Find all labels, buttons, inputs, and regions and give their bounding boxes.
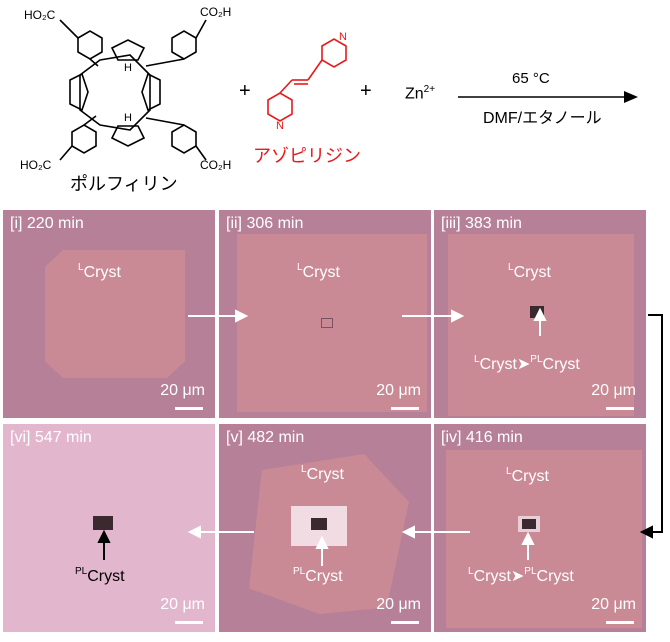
co2h-bottom-right: CO₂H <box>200 158 232 172</box>
zinc-charge: 2+ <box>423 84 436 95</box>
reaction-temperature: 65 °C <box>512 70 550 87</box>
co2h-top-right: CO₂H <box>200 5 232 19</box>
scale-bar <box>606 407 634 410</box>
arrow-iii-iv <box>648 314 663 533</box>
pl-crystal-label: PLCryst <box>75 566 125 585</box>
reaction-scheme <box>59 19 638 161</box>
co2h-bottom-left: HO₂C <box>20 158 52 172</box>
scale-label: 20 μm <box>160 382 205 399</box>
scale-label: 20 μm <box>376 382 421 399</box>
porphyrin-nh-top: H <box>124 62 132 74</box>
zinc-symbol: Zn <box>405 85 424 103</box>
crystal-label: LCryst <box>297 262 340 281</box>
crystal-large <box>45 250 185 378</box>
scale-bar <box>175 407 203 410</box>
azopyridine-n-top: N <box>339 31 347 43</box>
pl-crystal <box>522 519 536 529</box>
porphyrin-nh-bottom: H <box>124 112 132 124</box>
panel-title: [iii] 383 min <box>441 215 522 232</box>
reaction-solvent: DMF/エタノール <box>483 110 602 127</box>
panel-i: [i] 220 min LCryst 20 μm <box>3 210 215 418</box>
scale-bar <box>175 621 203 624</box>
scale-label: 20 μm <box>160 596 205 613</box>
panel-title: [v] 482 min <box>226 429 305 446</box>
reaction-arrow <box>458 91 638 103</box>
transition-label: LCryst➤PLCryst <box>468 566 574 585</box>
crystal-large <box>446 450 642 628</box>
pl-crystal <box>93 516 113 530</box>
panel-title: [vi] 547 min <box>10 429 92 446</box>
scale-bar <box>391 407 419 410</box>
plus-sign-2: + <box>360 80 372 102</box>
panel-title: [i] 220 min <box>10 215 84 232</box>
scale-bar <box>606 621 634 624</box>
crystal-label: LCryst <box>508 262 551 281</box>
plus-sign-1: + <box>239 80 251 102</box>
pl-crystal <box>530 306 544 318</box>
crystal-large <box>448 234 634 416</box>
panel-iv: [iv] 416 min LCryst LCryst➤PLCryst 20 μm <box>434 424 646 632</box>
scale-label: 20 μm <box>591 596 636 613</box>
azopyridine-label: アゾピリジン <box>253 146 361 166</box>
porphyrin-label: ポルフィリン <box>70 174 178 194</box>
panel-ii: [ii] 306 min LCryst 20 μm <box>219 210 431 418</box>
co2h-top-left: HO₂C <box>24 8 56 22</box>
panel-vi: [vi] 547 min PLCryst 20 μm <box>3 424 215 632</box>
pl-nucleus <box>321 318 333 328</box>
pl-crystal-label: PLCryst <box>293 566 343 585</box>
scale-bar <box>391 621 419 624</box>
panel-title: [ii] 306 min <box>226 215 304 232</box>
azopyridine-structure <box>267 38 347 122</box>
crystal-label: LCryst <box>78 262 121 281</box>
crystal-label: LCryst <box>506 466 549 485</box>
panel-iii: [iii] 383 min LCryst LCryst➤PLCryst 20 μ… <box>434 210 646 418</box>
transition-label: LCryst➤PLCryst <box>474 354 580 373</box>
crystal-label: LCryst <box>301 464 344 483</box>
panel-v: [v] 482 min LCryst PLCryst 20 μm <box>219 424 431 632</box>
pl-crystal <box>311 518 327 530</box>
porphyrin-structure <box>59 19 207 161</box>
scale-label: 20 μm <box>591 382 636 399</box>
panel-title: [iv] 416 min <box>441 429 523 446</box>
azopyridine-n-bottom: N <box>276 120 284 132</box>
scale-label: 20 μm <box>376 596 421 613</box>
zinc-ion: Zn2+ <box>405 84 435 103</box>
